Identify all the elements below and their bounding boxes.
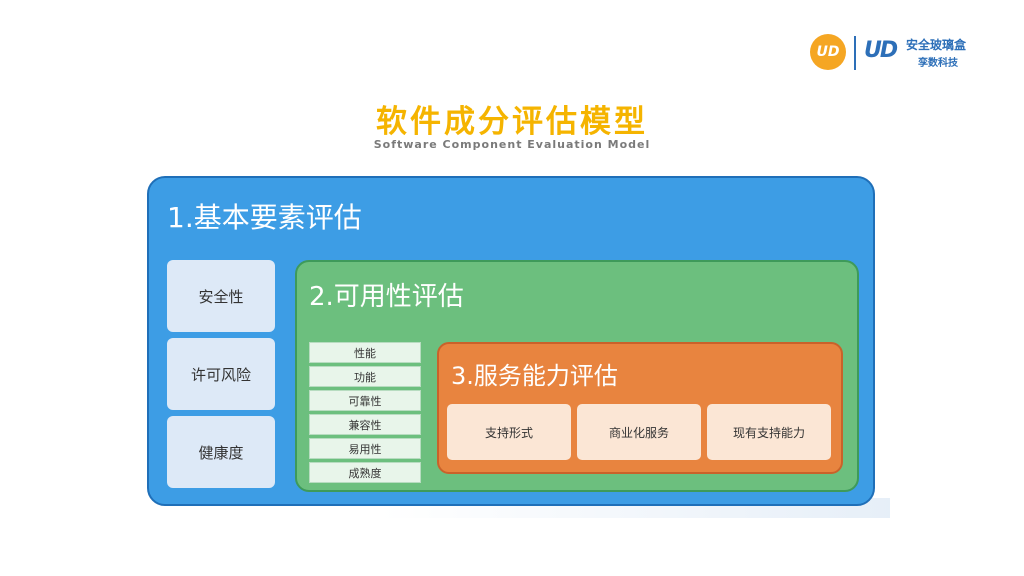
logo-text-secondary: 孪数科技 [918, 58, 958, 69]
level2-title: 2.可用性评估 [309, 282, 464, 312]
logo-text-primary: 安全玻璃盒 [906, 38, 967, 52]
level2-feature-list: 性能 功能 可靠性 兼容性 易用性 成熟度 [309, 342, 421, 486]
level1-basic-elements-box: 1.基本要素评估 安全性 许可风险 健康度 2.可用性评估 性能 功能 可靠性 … [147, 176, 875, 506]
level2-item-performance: 性能 [309, 342, 421, 363]
page-subtitle: Software Component Evaluation Model [373, 138, 651, 151]
level2-item-reliability: 可靠性 [309, 390, 421, 411]
level1-item-security: 安全性 [167, 260, 275, 332]
level3-item-existing-support: 现有支持能力 [707, 404, 831, 460]
logo-mark-icon: UD [864, 38, 898, 63]
level1-item-health: 健康度 [167, 416, 275, 488]
level2-item-compatibility: 兼容性 [309, 414, 421, 435]
level3-service-capability-box: 3.服务能力评估 支持形式 商业化服务 现有支持能力 [437, 342, 843, 474]
level2-item-usability: 易用性 [309, 438, 421, 459]
level3-item-commercial-service: 商业化服务 [577, 404, 701, 460]
level2-usability-box: 2.可用性评估 性能 功能 可靠性 兼容性 易用性 成熟度 3.服务能力评估 支… [295, 260, 859, 492]
logo-divider [854, 36, 856, 70]
level1-item-license-risk: 许可风险 [167, 338, 275, 410]
level2-item-function: 功能 [309, 366, 421, 387]
level2-item-maturity: 成熟度 [309, 462, 421, 483]
level3-title: 3.服务能力评估 [451, 362, 618, 390]
level3-item-support-form: 支持形式 [447, 404, 571, 460]
company-logo: UD UD 安全玻璃盒 孪数科技 [810, 34, 1000, 72]
logo-circle-icon: UD [810, 34, 846, 70]
page-title: 软件成分评估模型 [376, 104, 648, 140]
level1-title: 1.基本要素评估 [167, 201, 362, 234]
